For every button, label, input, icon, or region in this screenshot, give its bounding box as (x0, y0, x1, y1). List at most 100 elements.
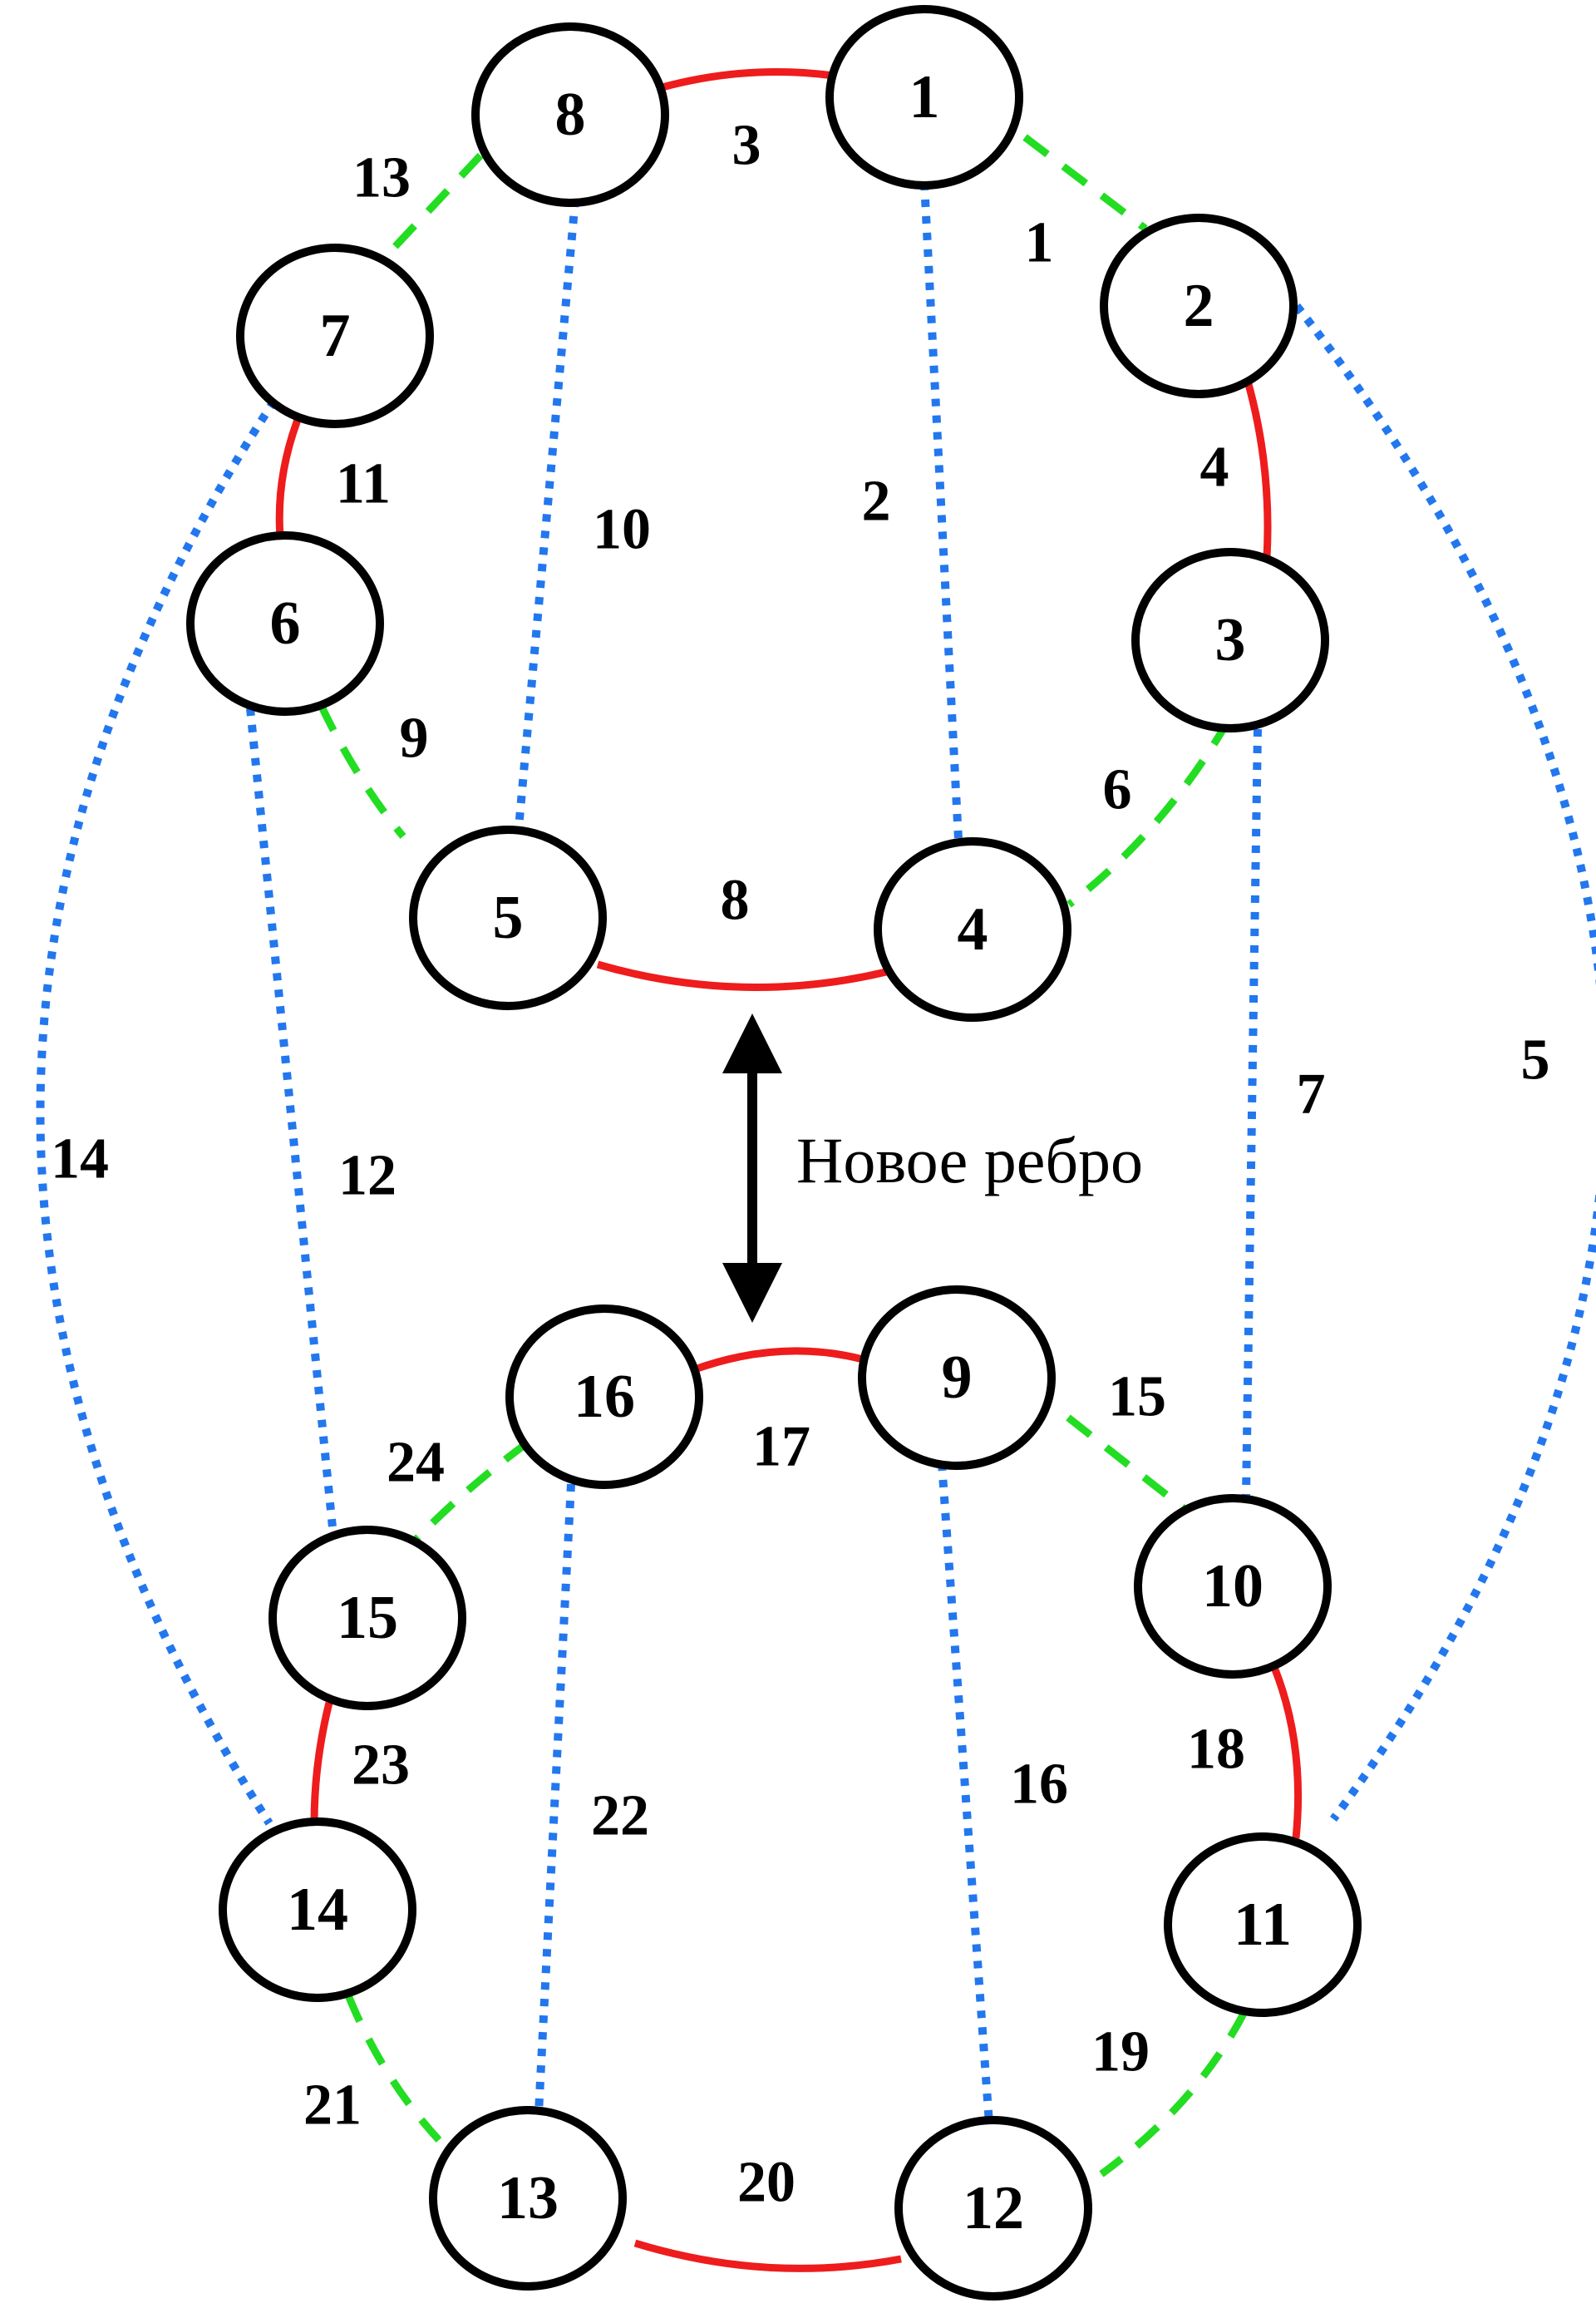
edge-24-dashed (409, 1439, 530, 1546)
edge-label-24: 24 (387, 1431, 445, 1495)
edge-label-21: 21 (303, 2074, 362, 2138)
edge-17-solid (693, 1347, 864, 1373)
edge-8-solid (596, 960, 888, 991)
edge-label-14: 14 (51, 1127, 109, 1191)
edge-16-dotted (938, 1462, 993, 2124)
node-circle-3 (1131, 548, 1329, 732)
node-label-8: 8 (555, 81, 586, 149)
node-4: 4 (874, 837, 1071, 1022)
edge-label-17: 17 (752, 1415, 810, 1479)
edge-label-2: 2 (862, 470, 891, 534)
node-16: 16 (505, 1304, 703, 1489)
edge-12-dotted (246, 708, 337, 1536)
node-circle-5 (409, 826, 607, 1010)
node-label-4: 4 (958, 895, 988, 964)
node-circle-16 (505, 1304, 703, 1489)
node-label-14: 14 (287, 1876, 348, 1944)
edge-label-22: 22 (591, 1784, 649, 1848)
edge-label-15: 15 (1108, 1365, 1166, 1429)
edge-label-20: 20 (737, 2151, 796, 2215)
edge-label-4: 4 (1200, 436, 1229, 500)
edge-5-dotted (1293, 303, 1596, 1822)
node-label-2: 2 (1184, 272, 1214, 340)
edge-label-12: 12 (338, 1144, 397, 1208)
edge-6-dashed (1066, 718, 1232, 908)
edge-21-dashed (344, 1994, 442, 2143)
node-circle-13 (429, 2106, 627, 2291)
edge-7-dotted (1242, 728, 1262, 1497)
edge-label-3: 3 (732, 114, 761, 178)
node-circle-7 (236, 244, 434, 428)
edge-label-16: 16 (1010, 1753, 1068, 1817)
edge-label-18: 18 (1187, 1718, 1245, 1782)
node-label-13: 13 (497, 2164, 559, 2232)
edge-14-dotted (36, 398, 278, 1826)
node-5: 5 (409, 826, 607, 1010)
edge-11-solid (275, 418, 302, 538)
node-2: 2 (1100, 214, 1298, 398)
edge-label-1: 1 (1025, 211, 1054, 275)
node-circle-11 (1164, 1832, 1362, 2017)
node-circle-4 (874, 837, 1071, 1022)
node-label-7: 7 (320, 302, 351, 370)
node-3: 3 (1131, 548, 1329, 732)
edge-label-7: 7 (1297, 1063, 1326, 1127)
new-edge-caption: Новое ребро (796, 1124, 1143, 1196)
edge-23-solid (310, 1701, 333, 1824)
edge-20-solid (633, 2239, 902, 2272)
edge-1-dashed (1022, 134, 1148, 232)
node-label-5: 5 (493, 884, 524, 952)
node-label-12: 12 (963, 2174, 1024, 2242)
node-1: 1 (825, 5, 1023, 190)
node-14: 14 (219, 1817, 416, 2002)
node-circle-8 (471, 22, 669, 207)
node-label-10: 10 (1202, 1552, 1264, 1620)
edge-2-dotted (920, 182, 963, 841)
node-circle-1 (825, 5, 1023, 190)
edge-18-solid (1271, 1668, 1303, 1839)
edge-22-dotted (534, 1483, 575, 2113)
node-label-15: 15 (337, 1584, 398, 1652)
edge-label-13: 13 (352, 146, 411, 210)
edge-label-5: 5 (1521, 1028, 1550, 1092)
edge-label-8: 8 (721, 869, 750, 933)
edge-label-6: 6 (1103, 758, 1132, 822)
node-circle-15 (268, 1526, 466, 1710)
node-circle-12 (894, 2116, 1092, 2301)
node-circle-9 (858, 1285, 1056, 1470)
edge-15-dashed (1066, 1414, 1187, 1512)
edge-10-dotted (515, 199, 579, 829)
node-label-1: 1 (909, 63, 940, 131)
node-10: 10 (1134, 1494, 1332, 1679)
node-circle-10 (1134, 1494, 1332, 1679)
node-circle-6 (186, 531, 384, 716)
node-label-6: 6 (270, 589, 301, 658)
edge-4-solid (1243, 377, 1272, 558)
node-8: 8 (471, 22, 669, 207)
edge-label-9: 9 (400, 707, 429, 771)
node-9: 9 (858, 1285, 1056, 1470)
edge-label-23: 23 (352, 1733, 410, 1798)
node-label-16: 16 (574, 1363, 635, 1431)
node-15: 15 (268, 1526, 466, 1710)
edge-label-19: 19 (1091, 2020, 1150, 2084)
edge-label-11: 11 (336, 452, 391, 516)
node-label-11: 11 (1234, 1891, 1292, 1959)
edge-3-solid (658, 67, 835, 92)
node-circle-2 (1100, 214, 1298, 398)
edges-layer (36, 67, 1596, 2272)
node-7: 7 (236, 244, 434, 428)
node-6: 6 (186, 531, 384, 716)
edge-label-10: 10 (593, 498, 651, 562)
edge-19-dashed (1099, 2010, 1248, 2177)
node-label-3: 3 (1215, 606, 1246, 674)
node-circle-14 (219, 1817, 416, 2002)
edge-9-dashed (317, 703, 406, 839)
node-11: 11 (1164, 1832, 1362, 2017)
node-12: 12 (894, 2116, 1092, 2301)
edge-13-dashed (377, 152, 484, 266)
node-label-9: 9 (942, 1344, 973, 1412)
